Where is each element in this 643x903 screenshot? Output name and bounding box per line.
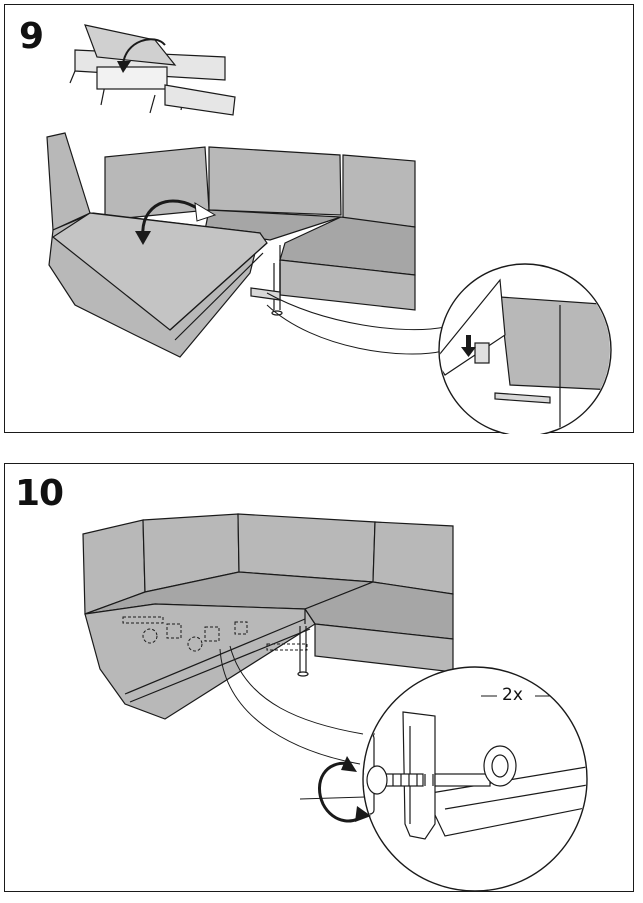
sofa-leg-illustration xyxy=(297,626,309,677)
step-9-illustration xyxy=(46,24,612,434)
inset-frame-illustration xyxy=(69,24,236,116)
quantity-label: 2x xyxy=(502,685,523,705)
sofa-leg-illustration xyxy=(250,263,283,316)
down-arrow-icon xyxy=(461,335,476,357)
hidden-hardware-illustration xyxy=(122,616,308,652)
step-10-panel: 10 xyxy=(4,463,634,892)
magnifier-callout xyxy=(438,263,612,434)
step-10-illustration: 124127 xyxy=(82,513,588,892)
sofa-seat-illustration xyxy=(84,571,454,720)
seat-module-illustration xyxy=(46,132,268,358)
step-number: 9 xyxy=(19,16,44,57)
magnifier-callout: 124127 xyxy=(299,666,588,892)
rotate-arrow-icon xyxy=(122,38,166,66)
sofa-back-illustration xyxy=(104,146,416,228)
rotate-arrow-icon xyxy=(141,199,201,238)
step-9-panel: 9 xyxy=(4,4,634,434)
step-number: 10 xyxy=(15,473,64,514)
rotate-arrow-icon xyxy=(318,761,367,823)
